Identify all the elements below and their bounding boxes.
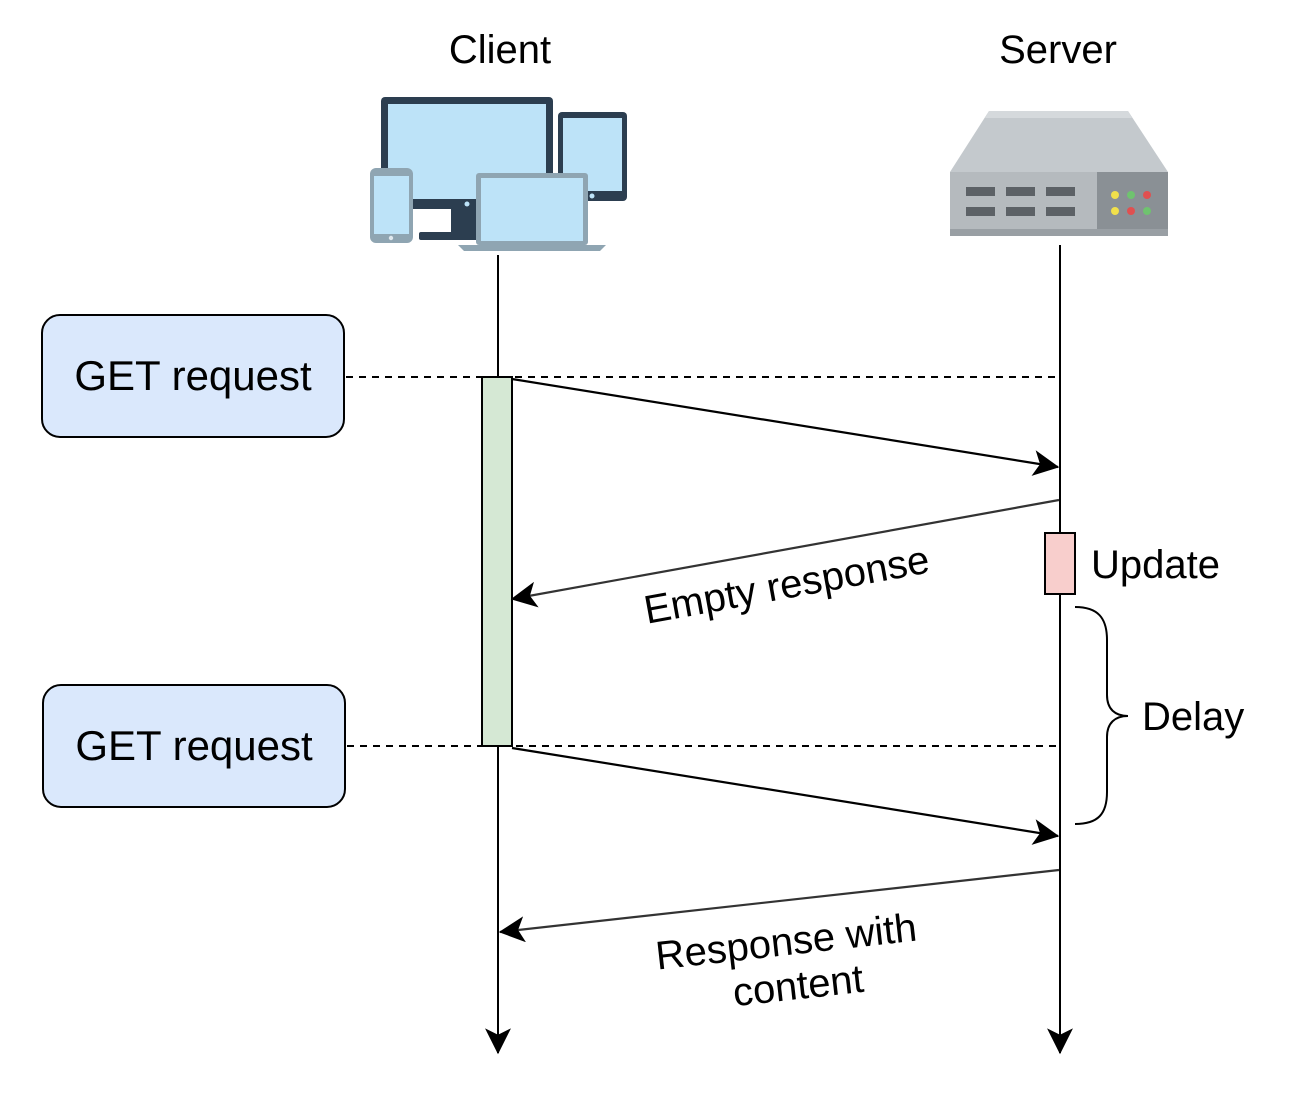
content-response-arrow	[498, 868, 1060, 943]
empty-response-label: Empty response	[641, 538, 933, 633]
client-title: Client	[449, 28, 551, 72]
devices-icon	[370, 97, 627, 251]
get-request-label: GET request	[75, 722, 313, 769]
response-content-label: Response with content	[653, 906, 919, 1016]
get-request-note-1: GET request	[41, 314, 345, 438]
get-request-label: GET request	[74, 352, 312, 399]
update-bar	[1044, 532, 1076, 595]
get-request-note-2: GET request	[42, 684, 346, 808]
empty-response-arrow	[510, 498, 1060, 608]
request-arrow-2	[511, 746, 1060, 845]
server-icon	[950, 111, 1168, 236]
delay-brace	[1074, 606, 1129, 825]
request-arrow-1	[511, 377, 1060, 476]
server-title: Server	[999, 28, 1117, 72]
update-label: Update	[1091, 543, 1220, 587]
client-activation-bar	[481, 376, 513, 747]
delay-label: Delay	[1142, 695, 1244, 739]
